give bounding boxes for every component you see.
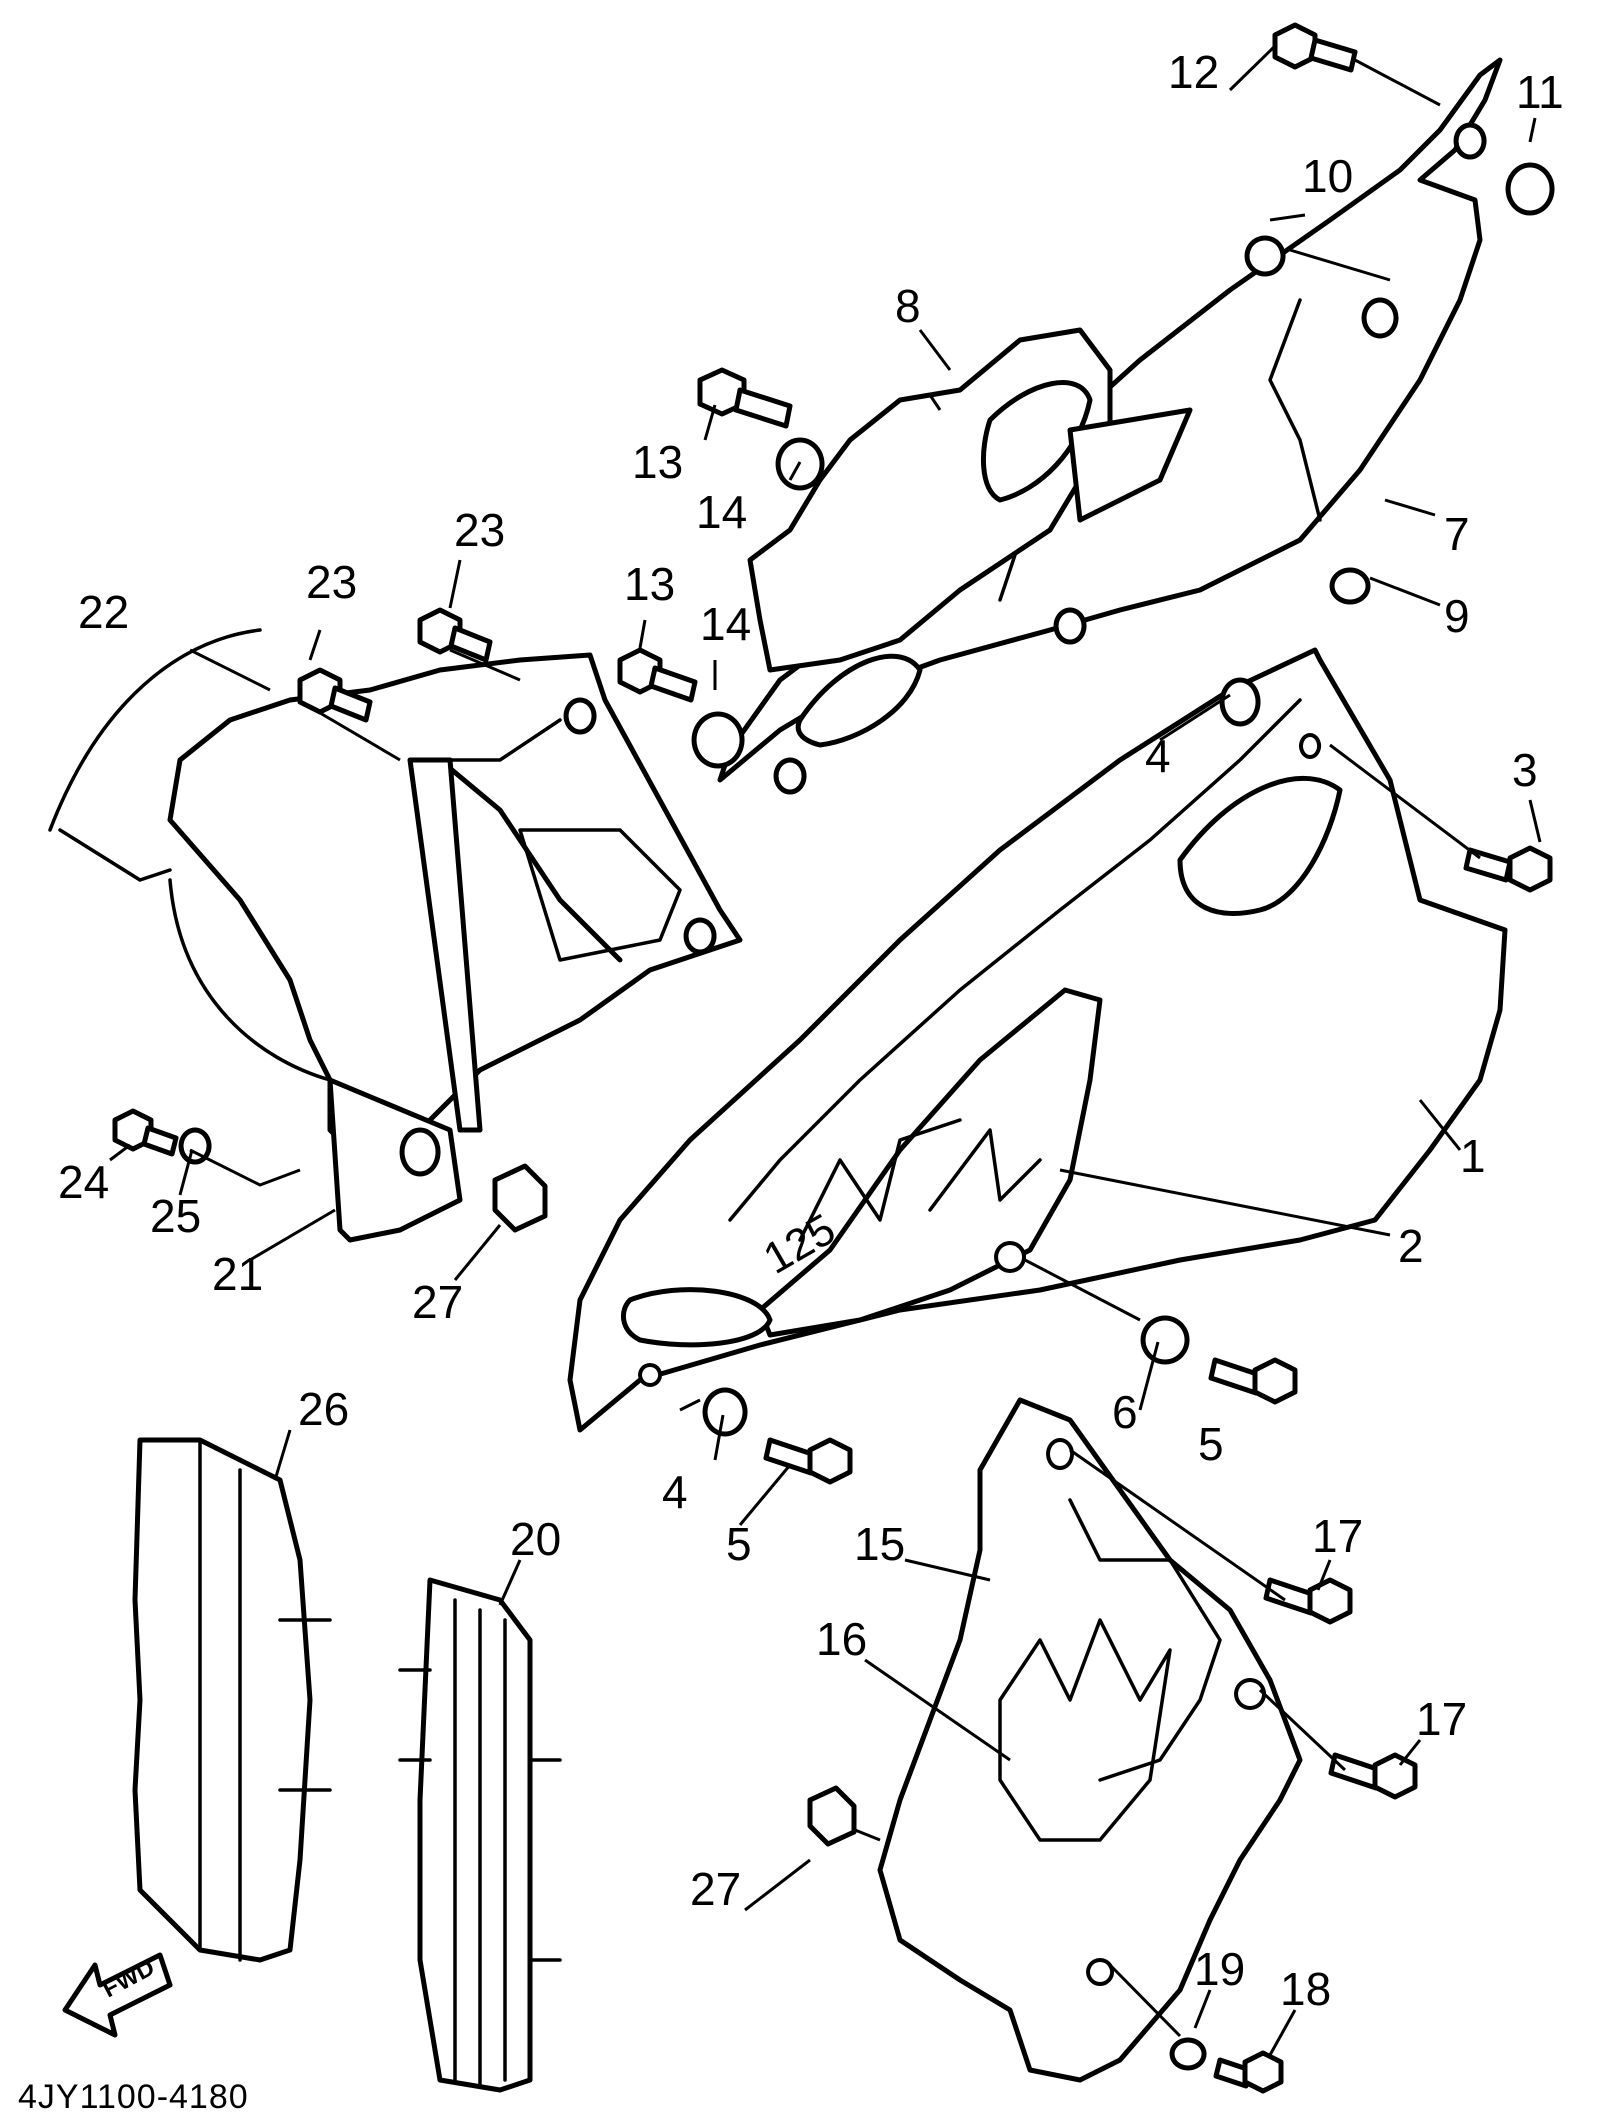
collar-part-14-lower [691, 711, 745, 769]
callout-2: 2 [1398, 1220, 1424, 1272]
bolt-part-24 [112, 1108, 179, 1157]
bolt-part-13-lower [617, 647, 698, 703]
collar-part-10 [1244, 235, 1286, 277]
callout-25: 25 [150, 1190, 201, 1242]
callout-13-lower: 13 [624, 558, 675, 610]
callout-12: 12 [1168, 46, 1219, 98]
callout-14-upper: 14 [696, 486, 747, 538]
bolt-part-5-right [1208, 1357, 1298, 1405]
callout-20: 20 [510, 1513, 561, 1565]
bolt-part-3 [1463, 845, 1553, 893]
collar-part-4-upper [1219, 677, 1261, 727]
bolt-part-23-a [417, 607, 493, 663]
bolt-part-17-upper [1263, 1577, 1353, 1625]
callout-16: 16 [816, 1613, 867, 1665]
bolt-part-5-lower [763, 1437, 853, 1485]
callout-7: 7 [1444, 508, 1470, 560]
callout-9: 9 [1444, 590, 1470, 642]
callout-26: 26 [298, 1383, 349, 1435]
forward-direction-arrow: FWD [62, 1952, 173, 2038]
callout-4-lower: 4 [662, 1466, 688, 1518]
callout-1: 1 [1460, 1130, 1486, 1182]
catalog-number: 4JY1100-4180 [18, 2078, 249, 2116]
callout-17-upper: 17 [1312, 1510, 1363, 1562]
callout-17-lower: 17 [1416, 1693, 1467, 1745]
callout-15: 15 [854, 1518, 905, 1570]
washer-part-19 [1169, 2037, 1207, 2071]
callout-27-right: 27 [690, 1863, 741, 1915]
bolt-part-17-lower [1328, 1752, 1418, 1800]
callout-13-upper: 13 [632, 436, 683, 488]
inner-plate-part-8 [747, 327, 1193, 795]
callout-labels: 1 2 3 4 4 5 5 6 7 8 9 10 11 12 13 13 14 … [58, 46, 1564, 2015]
bolt-part-12 [1272, 22, 1358, 73]
bolt-part-18 [1213, 2050, 1284, 2094]
leader-lines [109, 44, 1542, 2056]
collar-part-4-lower [702, 1387, 748, 1437]
collar-part-9 [1329, 567, 1371, 605]
callout-8: 8 [895, 280, 921, 332]
washer-part-25 [178, 1127, 212, 1165]
callout-6: 6 [1112, 1386, 1138, 1438]
callout-23-a: 23 [306, 556, 357, 608]
callout-5-right: 5 [1198, 1418, 1224, 1470]
bolt-part-13-upper [697, 367, 793, 429]
callout-23-b: 23 [454, 504, 505, 556]
callout-18: 18 [1280, 1963, 1331, 2015]
callout-22: 22 [78, 586, 129, 638]
shroud-outline-part-22 [48, 628, 262, 882]
callout-3: 3 [1512, 744, 1538, 796]
callout-24: 24 [58, 1156, 109, 1208]
radiator-louver-part-20 [398, 1577, 562, 2093]
shroud-edge [168, 878, 332, 1082]
callout-4-upper: 4 [1145, 730, 1171, 782]
radiator-guard-part-26 [132, 1437, 332, 1963]
callout-11: 11 [1516, 66, 1564, 118]
nut-part-11 [1505, 162, 1555, 216]
clip-nut-part-27-right [807, 1785, 857, 1847]
left-shroud-part-21 [327, 757, 483, 1243]
collar-part-6 [1140, 1315, 1190, 1365]
callout-5-lower: 5 [726, 1518, 752, 1570]
decal-part-16 [998, 1618, 1172, 1842]
callout-21: 21 [212, 1248, 263, 1300]
callout-27-left: 27 [412, 1276, 463, 1328]
callout-14-lower: 14 [700, 598, 751, 650]
clip-nut-part-27-left [492, 1163, 548, 1233]
bolt-part-23-b [297, 667, 373, 723]
callout-10: 10 [1302, 150, 1353, 202]
callout-19: 19 [1194, 1943, 1245, 1995]
